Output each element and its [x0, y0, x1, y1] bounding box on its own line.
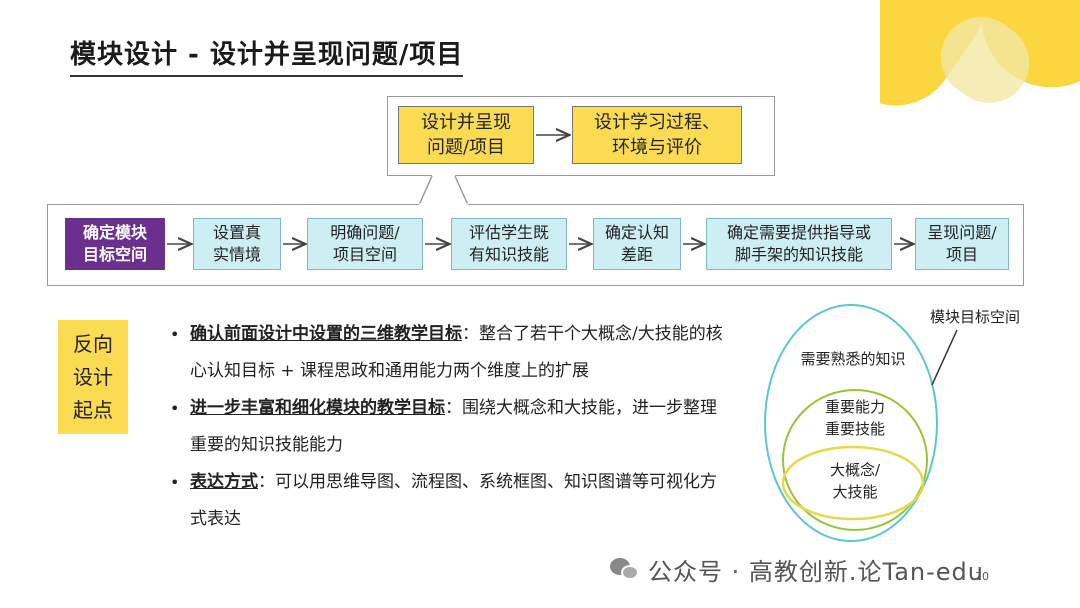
- flow-step: 确定需要提供指导或脚手架的知识技能: [706, 218, 892, 270]
- bullet-list: 确认前面设计中设置的三维教学目标：整合了若干个大概念/大技能的核心认知目标 + …: [168, 316, 728, 538]
- decorative-corner-shapes: [880, 0, 1080, 110]
- bullet-item: 确认前面设计中设置的三维教学目标：整合了若干个大概念/大技能的核心认知目标 + …: [168, 316, 728, 390]
- bullet-text: ：可以用思维导图、流程图、系统框图、知识图谱等可视化方式表达: [190, 472, 717, 529]
- footer-text: 公众号 · 高教创新.论Tan-edu: [648, 558, 984, 586]
- venn-outer-label: 模块目标空间: [930, 308, 1021, 326]
- bullet-lead: 确认前面设计中设置的三维教学目标: [190, 324, 462, 344]
- slide-title: 模块设计 - 设计并呈现问题/项目: [70, 34, 464, 77]
- flow-step: 评估学生既有知识技能: [451, 218, 567, 270]
- wechat-icon: [610, 557, 640, 582]
- venn-outer-inner-label: 需要熟悉的知识: [800, 350, 906, 368]
- label-pointer: [931, 329, 958, 386]
- bullet-text: ：围绕大概念和大技能，进一步整理重要的知识技能能力: [190, 398, 717, 455]
- bullet-lead: 进一步丰富和细化模块的教学目标: [190, 398, 445, 418]
- bullet-text: ：整合了若干个大概念/大技能的核心认知目标 + 课程思政和通用能力两个维度上的扩…: [190, 324, 723, 381]
- bullet-lead: 表达方式: [190, 472, 258, 492]
- venn-inner-label: 大概念/大技能: [829, 461, 881, 501]
- venn-middle-label: 重要能力重要技能: [824, 398, 885, 438]
- flow-step: 设置真实情境: [193, 218, 281, 270]
- flow-step: 确定认知差距: [593, 218, 681, 270]
- callout-box-design-process: 设计学习过程、环境与评价: [572, 106, 742, 164]
- footer-brand: 公众号 · 高教创新.论Tan-edu: [610, 552, 984, 587]
- page-number: 70: [975, 570, 989, 583]
- bullet-item: 表达方式：可以用思维导图、流程图、系统框图、知识图谱等可视化方式表达: [168, 464, 728, 538]
- callout-box-design-problem: 设计并呈现问题/项目: [398, 106, 534, 164]
- flow-step: 呈现问题/项目: [915, 218, 1009, 270]
- callout-pointer: [419, 175, 468, 205]
- flow-step: 明确问题/项目空间: [307, 218, 423, 270]
- bullet-item: 进一步丰富和细化模块的教学目标：围绕大概念和大技能，进一步整理重要的知识技能能力: [168, 390, 728, 464]
- flow-start-box: 确定模块目标空间: [65, 218, 165, 270]
- reverse-design-label: 反向设计起点: [58, 320, 128, 434]
